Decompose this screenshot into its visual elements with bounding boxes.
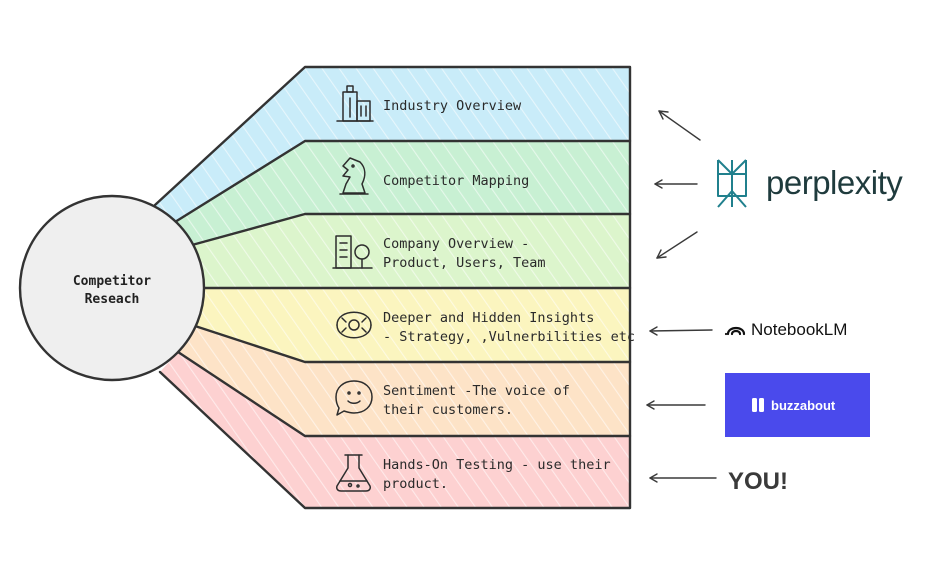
- speech-bubble-icon: [335, 380, 373, 416]
- notebooklm-icon: [724, 326, 746, 336]
- arrow-you: [649, 473, 717, 483]
- hub-line2: Reseach: [85, 292, 140, 307]
- pearl-shell-icon: [336, 311, 372, 339]
- arrow-notebooklm: [649, 326, 713, 336]
- buzzabout-logo: buzzabout: [725, 373, 870, 437]
- buzzabout-badge: [725, 373, 870, 437]
- arrow-buzzabout: [646, 400, 706, 410]
- arrow-perplexity-up: [658, 110, 701, 141]
- arrows: [646, 110, 717, 483]
- row-testing-line1: Hands-On Testing - use their: [383, 457, 611, 473]
- buildings-icon: [336, 85, 374, 122]
- row-sentiment: Sentiment -The voice of their customers.: [335, 380, 570, 418]
- row-industry-label: Industry Overview: [383, 98, 522, 114]
- row-sentiment-line2: their customers.: [383, 402, 513, 418]
- perplexity-wordmark: perplexity: [766, 164, 903, 201]
- row-competitor-label: Competitor Mapping: [383, 173, 529, 189]
- notebooklm-wordmark: NotebookLM: [751, 320, 847, 339]
- flask-icon: [336, 454, 371, 492]
- arrow-perplexity-down: [656, 231, 698, 259]
- perplexity-logo: perplexity: [717, 159, 904, 208]
- fan-wedges: [155, 67, 305, 508]
- diagram-outline: [153, 65, 632, 510]
- buzzabout-wordmark: buzzabout: [771, 398, 836, 413]
- row-company-line1: Company Overview -: [383, 236, 529, 252]
- row-testing-line2: product.: [383, 476, 448, 492]
- row-deeper-insights: Deeper and Hidden Insights - Strategy, ,…: [336, 310, 635, 345]
- row-sentiment-line1: Sentiment -The voice of: [383, 383, 570, 399]
- chess-knight-icon: [339, 157, 369, 195]
- you-label: YOU!: [728, 468, 788, 495]
- row-company-line2: Product, Users, Team: [383, 255, 546, 271]
- buzzabout-icon: [752, 398, 764, 412]
- perplexity-icon: [717, 159, 747, 208]
- office-tree-icon: [332, 235, 373, 269]
- row-insights-line2: - Strategy, ,Vulnerbilities etc: [383, 329, 635, 345]
- arrow-perplexity-mid: [654, 179, 698, 189]
- row-industry-overview: Industry Overview: [336, 85, 522, 122]
- hub-circle: Competitor Reseach: [18, 194, 206, 382]
- hub-line1: Competitor: [73, 274, 151, 289]
- row-company-overview: Company Overview - Product, Users, Team: [332, 235, 546, 271]
- row-insights-line1: Deeper and Hidden Insights: [383, 310, 594, 326]
- row-hands-on-testing: Hands-On Testing - use their product.: [336, 454, 611, 492]
- row-competitor-mapping: Competitor Mapping: [339, 157, 529, 195]
- notebooklm-logo: NotebookLM: [724, 320, 847, 339]
